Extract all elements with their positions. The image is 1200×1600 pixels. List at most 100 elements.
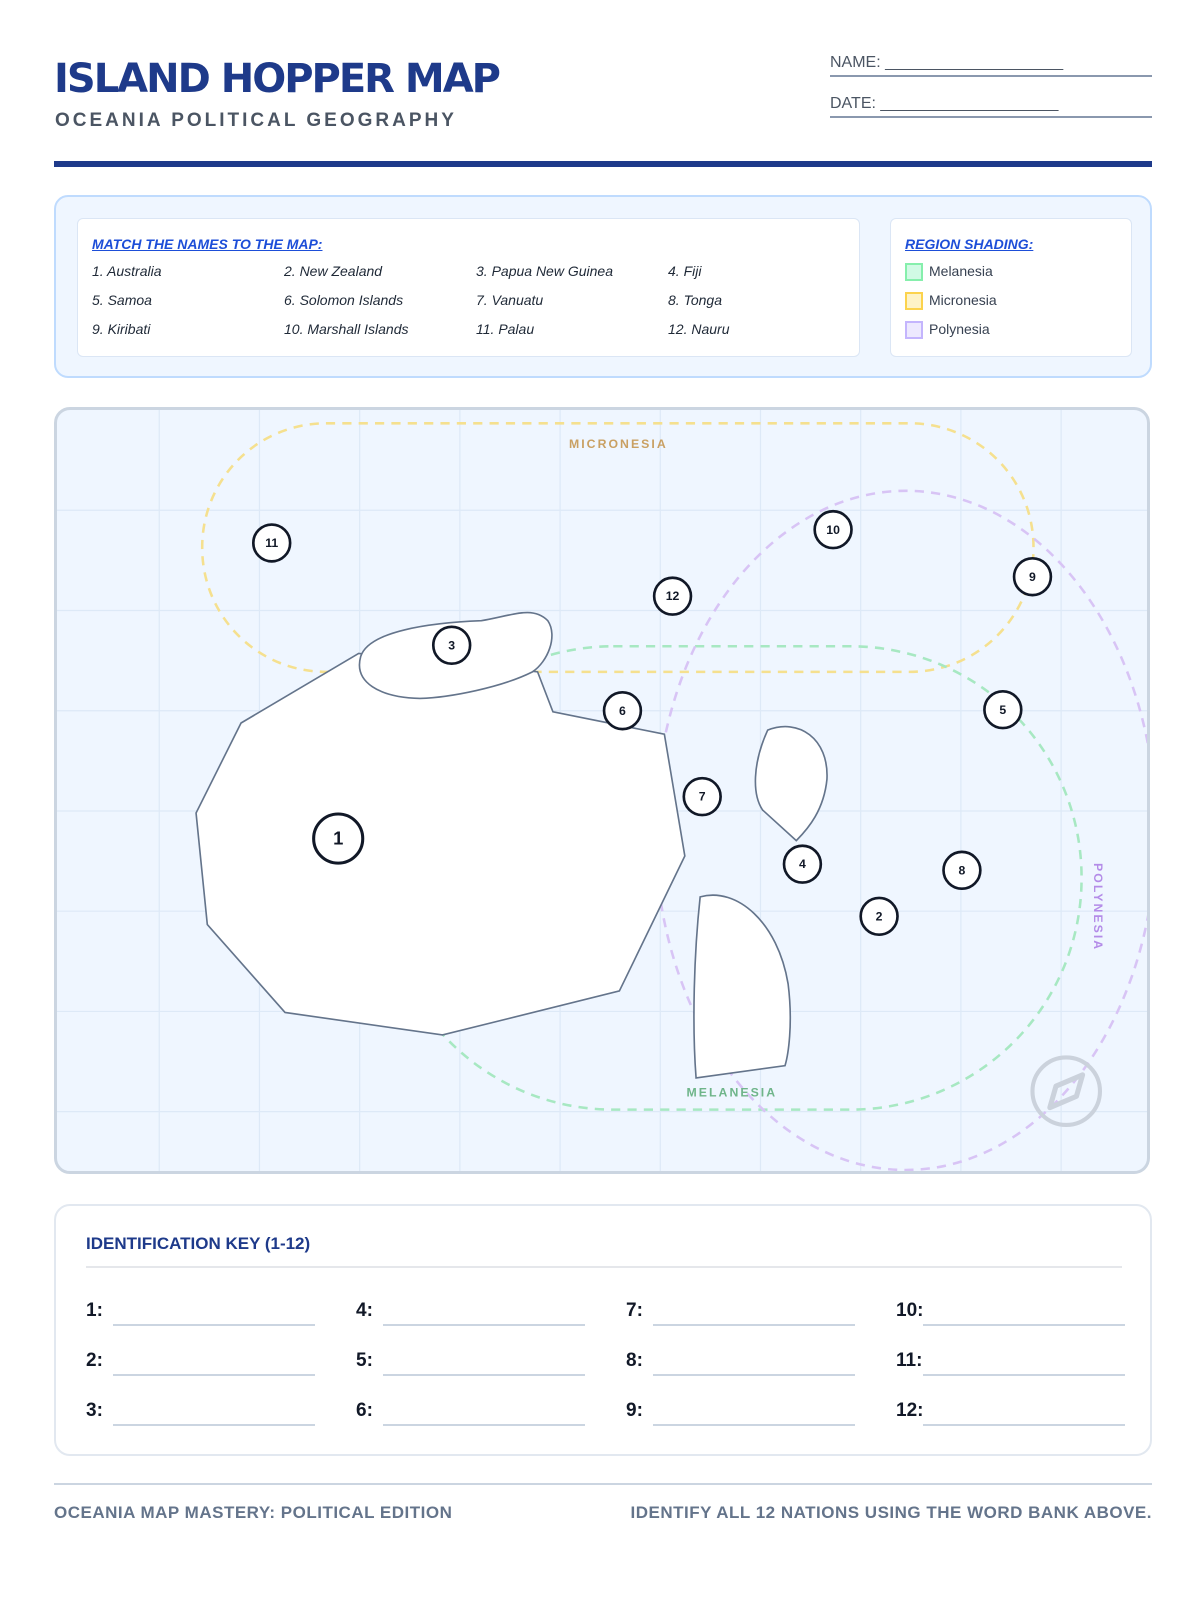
marker-circle[interactable] (312, 812, 365, 865)
new-zealand-shape[interactable] (693, 894, 792, 1079)
marker-circle[interactable] (983, 689, 1023, 730)
key-label: 1: (86, 1300, 103, 1321)
key-answer-line[interactable] (653, 1418, 855, 1426)
legend-melanesia: Melanesia (905, 263, 993, 282)
marker-circle[interactable] (813, 509, 853, 550)
key-label: 8: (626, 1350, 643, 1371)
map-marker-11[interactable]: 11 (251, 523, 292, 563)
key-label: 6: (356, 1400, 373, 1421)
australia-shape[interactable] (195, 652, 686, 1036)
legend-label: Polynesia (929, 321, 990, 337)
micronesia-label: MICRONESIA (569, 437, 668, 451)
page-title: ISLAND HOPPER MAP (54, 56, 501, 102)
marker-number: 4 (799, 857, 806, 871)
melanesia-region (380, 644, 1083, 1111)
word-bank-heading: MATCH THE NAMES TO THE MAP: (92, 236, 323, 252)
key-heading: IDENTIFICATION KEY (1-12) (86, 1234, 311, 1253)
word-bank-item: 1. Australia (92, 263, 162, 279)
date-field[interactable]: DATE: ____________________ (830, 95, 1152, 118)
marker-number: 8 (959, 863, 966, 877)
word-bank-item: 5. Samoa (92, 292, 152, 308)
key-label: 10: (896, 1300, 924, 1321)
word-bank-item: 2. New Zealand (284, 263, 383, 279)
key-label: 4: (356, 1300, 373, 1321)
marker-circle[interactable] (251, 523, 292, 563)
marker-number: 9 (1029, 570, 1036, 584)
map-marker-6[interactable]: 6 (602, 690, 643, 731)
word-bank-item: 11. Palau (476, 321, 535, 337)
key-answer-line[interactable] (923, 1368, 1125, 1376)
word-bank-item: 12. Nauru (668, 321, 730, 337)
marker-circle[interactable] (859, 896, 899, 937)
legend-polynesia: Polynesia (905, 321, 990, 340)
polynesia-region (653, 489, 1147, 1171)
map-marker-9[interactable]: 9 (1012, 556, 1053, 597)
map-marker-7[interactable]: 7 (682, 776, 722, 817)
map-marker-12[interactable]: 12 (652, 576, 693, 616)
key-label: 5: (356, 1350, 373, 1371)
page-subtitle: OCEANIA POLITICAL GEOGRAPHY (55, 110, 457, 131)
map-marker-5[interactable]: 5 (983, 689, 1023, 730)
marker-number: 5 (999, 703, 1006, 717)
map-marker-10[interactable]: 10 (813, 509, 853, 550)
name-field[interactable]: NAME: ____________________ (830, 54, 1152, 77)
word-bank-item: 9. Kiribati (92, 321, 151, 337)
word-bank-item: 3. Papua New Guinea (476, 263, 613, 279)
key-answer-line[interactable] (383, 1418, 585, 1426)
key-label: 7: (626, 1300, 643, 1321)
word-bank-panel: MATCH THE NAMES TO THE MAP: 1. Australia… (54, 195, 1152, 378)
marker-circle[interactable] (782, 844, 823, 884)
marker-number: 10 (826, 523, 840, 537)
map-canvas: MICRONESIA MELANESIA POLYNESIA 123456789… (57, 410, 1147, 1171)
word-bank-item: 6. Solomon Islands (284, 292, 404, 308)
legend-card: REGION SHADING: Melanesia Micronesia Pol… (890, 218, 1132, 357)
footer-left: OCEANIA MAP MASTERY: POLITICAL EDITION (54, 1503, 453, 1522)
word-bank-item: 4. Fiji (668, 263, 702, 279)
map-marker-3[interactable]: 3 (431, 625, 472, 665)
key-answer-line[interactable] (113, 1368, 315, 1376)
word-bank-item: 8. Tonga (668, 292, 722, 308)
marker-circle[interactable] (652, 576, 693, 616)
map-marker-8[interactable]: 8 (942, 850, 982, 891)
key-answer-line[interactable] (653, 1368, 855, 1376)
key-answer-line[interactable] (113, 1418, 315, 1426)
legend-micronesia: Micronesia (905, 292, 997, 311)
swatch-polynesia (905, 321, 923, 340)
marker-circle[interactable] (682, 776, 722, 817)
key-answer-line[interactable] (923, 1318, 1125, 1326)
marker-circle[interactable] (431, 625, 472, 665)
key-answer-line[interactable] (653, 1318, 855, 1326)
marker-circle[interactable] (942, 850, 982, 891)
word-bank-item: 10. Marshall Islands (284, 321, 409, 337)
key-answer-line[interactable] (383, 1368, 585, 1376)
header-divider (54, 161, 1152, 167)
map-marker-4[interactable]: 4 (782, 844, 823, 884)
melanesia-label: MELANESIA (687, 1085, 778, 1099)
marker-circle[interactable] (1012, 556, 1053, 597)
key-label: 3: (86, 1400, 103, 1421)
word-bank-card: MATCH THE NAMES TO THE MAP: 1. Australia… (77, 218, 860, 357)
marker-number: 3 (448, 638, 455, 652)
marker-circle[interactable] (602, 690, 643, 731)
marker-number: 7 (699, 790, 706, 804)
micronesia-region (200, 422, 1035, 674)
marker-number: 11 (265, 536, 278, 550)
map-marker-2[interactable]: 2 (859, 896, 899, 937)
fiji-shape[interactable] (754, 725, 828, 842)
key-answer-line[interactable] (113, 1318, 315, 1326)
marker-number: 1 (333, 828, 343, 849)
map-marker-1[interactable]: 1 (312, 812, 365, 865)
key-label: 2: (86, 1350, 103, 1371)
marker-number: 12 (666, 589, 680, 603)
footer-right: IDENTIFY ALL 12 NATIONS USING THE WORD B… (630, 1503, 1152, 1522)
key-label: 9: (626, 1400, 643, 1421)
legend-label: Micronesia (929, 292, 997, 308)
polynesia-label: POLYNESIA (1091, 863, 1105, 951)
key-answer-line[interactable] (923, 1418, 1125, 1426)
identification-key: IDENTIFICATION KEY (1-12) 1: 2: 3: 4: 5: 6: 7:… (54, 1204, 1152, 1456)
key-answer-line[interactable] (383, 1318, 585, 1326)
word-bank-item: 7. Vanuatu (476, 292, 544, 308)
swatch-melanesia (905, 263, 923, 282)
marker-number: 2 (876, 909, 883, 923)
